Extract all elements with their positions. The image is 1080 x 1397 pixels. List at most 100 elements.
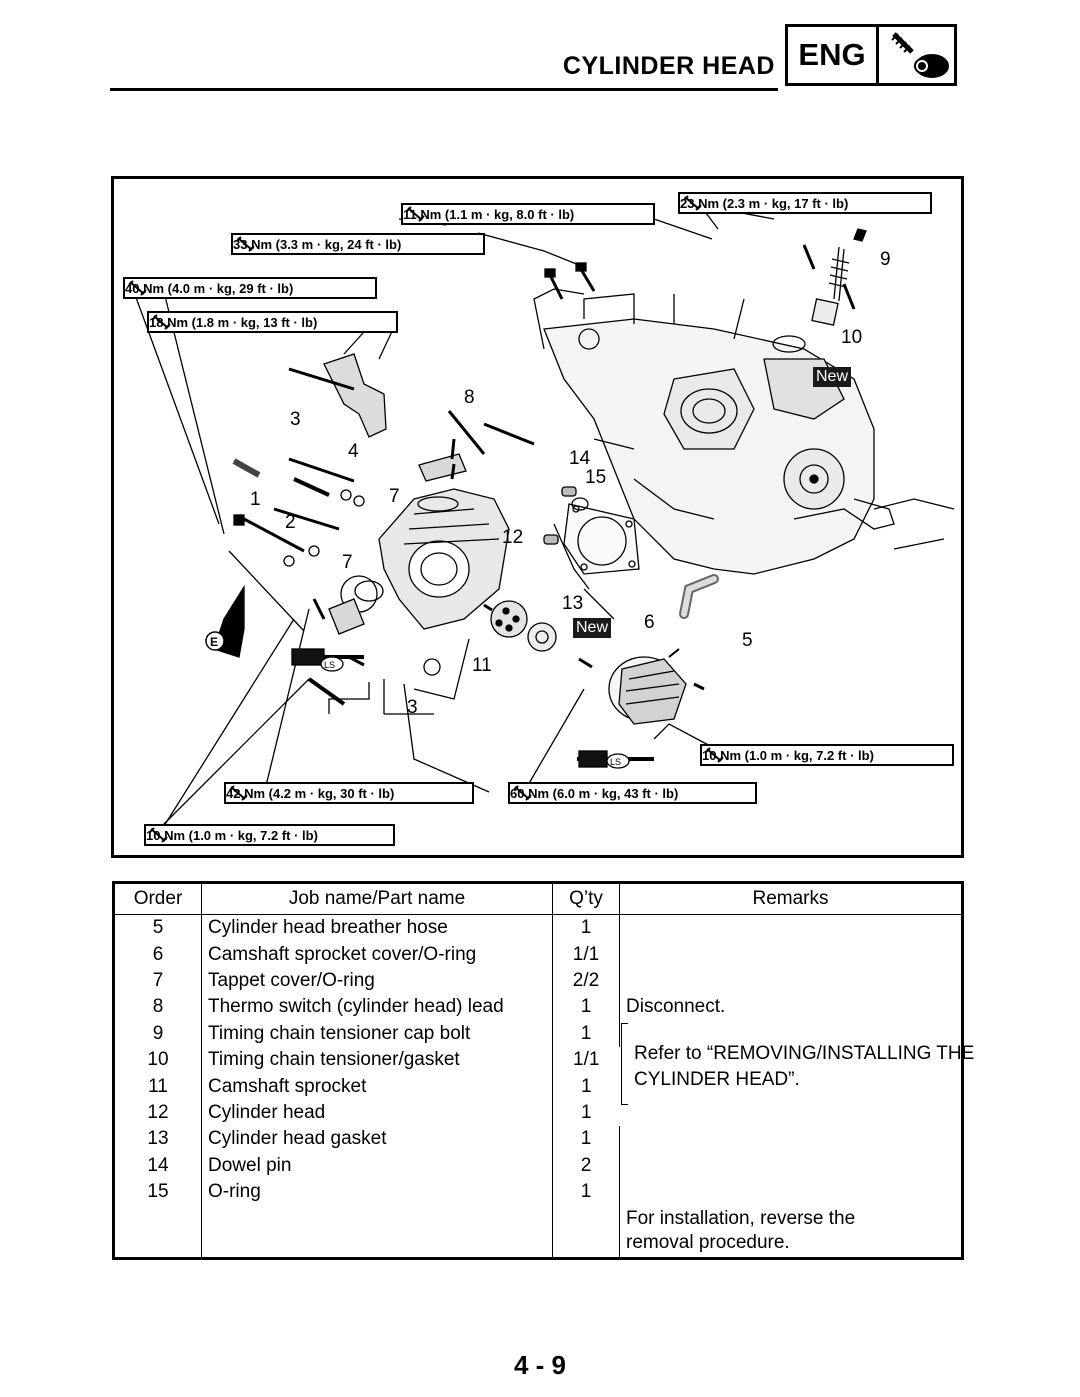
job-cell: Thermo switch (cylinder head) lead [201,994,553,1021]
table-row: 7 Tappet cover/O-ring 2/2 [113,967,963,995]
table-header-row: Order Job name/Part name Q’ty Remarks [113,882,963,915]
qty-cell: 1 [552,1126,620,1153]
page-title: CYLINDER HEAD [562,52,775,80]
order-cell: 5 [113,914,202,942]
callout-number: 2 [285,512,296,533]
remarks-cell: Disconnect. [626,996,726,1018]
callout-number: 3 [290,409,301,430]
torque-spec-label: 23 Nm (2.3 m · kg, 17 ft · lb) [680,195,849,211]
torque-spec-label: 18 Nm (1.8 m · kg, 13 ft · lb) [149,314,318,330]
callout-number: 15 [585,467,607,488]
job-cell: Camshaft sprocket cover/O-ring [201,941,553,968]
page-number: 4 - 9 [513,1350,567,1380]
order-cell: 10 [113,1046,202,1074]
torque-spec-label: 60 Nm (6.0 m · kg, 43 ft · lb) [510,785,679,801]
callout-number: 1 [250,489,261,510]
lithium-grease-marker-left: LS [324,660,335,670]
job-cell: Camshaft sprocket [201,1073,553,1100]
remarks-cell [620,1126,963,1152]
qty-cell: 1 [552,1178,620,1206]
order-cell: 11 [113,1073,202,1100]
qty-cell: 1 [580,1101,592,1123]
torque-wrench-icon [229,785,248,801]
table-footer-row: For installation, reverse the removal pr… [113,1205,963,1259]
callout-number: 7 [342,552,353,573]
order-cell [113,1205,202,1259]
job-cell [201,1205,553,1259]
job-cell: Cylinder head [201,1099,553,1127]
qty-cell: 2/2 [552,967,620,995]
parts-table: Order Job name/Part name Q’ty Remarks 5 … [112,881,974,1261]
order-cell: 14 [113,1152,202,1179]
grouped-remarks-cell: Refer to “REMOVING/INSTALLING THE CYLIND… [620,1021,974,1127]
callout-number: 6 [644,612,655,633]
torque-wrench-icon [705,747,724,763]
order-cell: 7 [113,967,202,995]
torque-spec-box: 10 Nm (1.0 m · kg, 7.2 ft · lb) [144,824,395,846]
section-badge: ENG [785,24,957,86]
qty-cell [552,1205,620,1259]
engine-oil-marker: E [210,635,218,649]
table-row: 15 O-ring 1 [113,1178,963,1206]
qty-cell: 1 [552,1020,620,1047]
table-row: 6 Camshaft sprocket cover/O-ring 1/1 [113,941,963,968]
torque-wrench-icon [149,827,168,843]
table-row: 11 Camshaft sprocket 1 [113,1073,963,1100]
torque-wrench-icon [128,280,147,296]
job-cell: Timing chain tensioner/gasket [201,1046,553,1074]
qty-cell: 1/1 [573,1049,600,1071]
callout-number: 14 [569,448,591,469]
table-row: 13 Cylinder head gasket 1 [113,1126,963,1153]
torque-spec-label: 11 Nm (1.1 m · kg, 8.0 ft · lb) [403,206,575,222]
torque-spec-label: 33 Nm (3.3 m · kg, 24 ft · lb) [233,236,402,252]
table-row: 9 Timing chain tensioner cap bolt 1 Refe… [113,1020,974,1105]
order-cell: 8 [113,994,202,1021]
footer-remark: For installation, reverse the removal pr… [626,1208,856,1254]
new-part-badge: New [573,618,612,638]
column-header-remarks: Remarks [619,882,963,915]
job-cell: Timing chain tensioner cap bolt [201,1020,553,1047]
grouped-remark-text: Refer to “REMOVING/INSTALLING THE CYLIND… [634,1042,975,1090]
torque-spec-box: 60 Nm (6.0 m · kg, 43 ft · lb) [508,782,757,804]
callout-number: 10 [841,327,863,348]
column-header-qty: Q’ty [552,882,620,915]
torque-spec-label: 10 Nm (1.0 m · kg, 7.2 ft · lb) [146,827,318,843]
new-part-badge: New [813,367,852,387]
remarks-bracket [621,1022,628,1105]
job-cell: Dowel pin [201,1152,553,1179]
qty-cell: 1 [552,994,620,1021]
job-cell: Cylinder head gasket [201,1126,553,1153]
order-cell: 12 [113,1099,202,1127]
torque-wrench-icon [152,314,171,330]
remarks-cell [620,1153,963,1179]
callout-number: 7 [389,486,400,507]
table-row: 8 Thermo switch (cylinder head) lead 1 D… [113,994,963,1021]
torque-spec-box: 42 Nm (4.2 m · kg, 30 ft · lb) [224,782,474,804]
column-header-job: Job name/Part name [201,882,553,915]
qty-cell: 1 [552,914,620,942]
job-cell: O-ring [201,1178,553,1206]
callout-number: 3 [407,697,418,718]
torque-spec-box: 23 Nm (2.3 m · kg, 17 ft · lb) [678,192,932,214]
callout-number: 4 [348,441,359,462]
qty-cell: 1 [580,1075,592,1097]
torque-spec-box: 40 Nm (4.0 m · kg, 29 ft · lb) [123,277,377,299]
job-cell: Tappet cover/O-ring [201,967,553,995]
torque-wrench-icon [513,785,532,801]
exploded-diagram: E LS LS 11 Nm (1.1 m · kg, 8.0 ft · lb) … [111,176,964,858]
header-rule [110,88,778,91]
qty-cell: 1/1 [552,941,620,968]
callout-number: 9 [880,249,891,270]
section-badge-label: ENG [788,27,879,83]
qty-cell: 2 [552,1152,620,1179]
torque-spec-box: 18 Nm (1.8 m · kg, 13 ft · lb) [147,311,398,333]
torque-spec-box: 33 Nm (3.3 m · kg, 24 ft · lb) [231,233,485,255]
remarks-cell [620,968,963,994]
torque-spec-label: 42 Nm (4.2 m · kg, 30 ft · lb) [226,785,395,801]
table-row: 12 Cylinder head 1 [113,1099,963,1127]
remarks-cell [620,1179,963,1205]
torque-wrench-icon [683,195,702,211]
remarks-cell [620,941,963,967]
callout-number: 8 [464,387,475,408]
torque-wrench-icon [406,206,425,222]
